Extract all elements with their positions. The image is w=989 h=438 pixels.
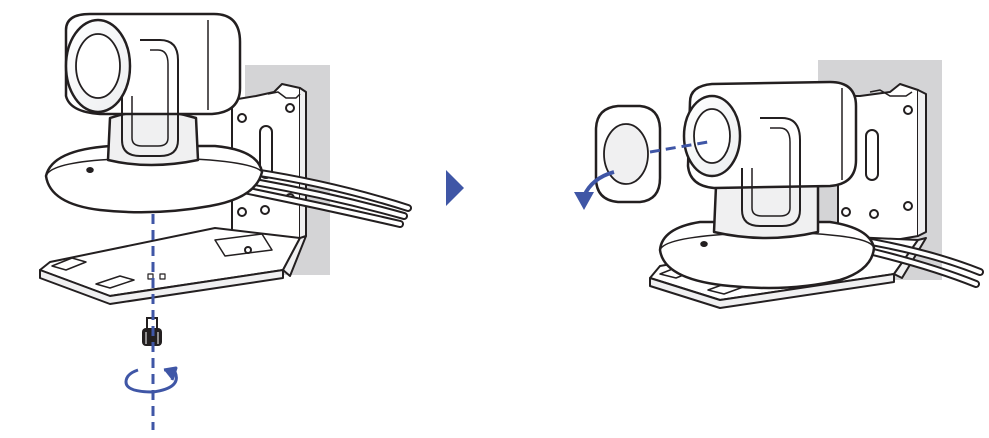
- curved-arrow-icon: [574, 170, 615, 210]
- lens-cover: [594, 104, 662, 204]
- right-step-illustration: [574, 60, 984, 309]
- vertical-bracket-right: [837, 83, 927, 251]
- camera-head-right: [682, 80, 858, 240]
- right-triangle-arrow-icon: [446, 170, 464, 206]
- left-step-illustration: [39, 12, 412, 430]
- camera-head: [64, 12, 242, 167]
- mounting-shelf: [39, 227, 307, 305]
- camera-base: [44, 144, 264, 214]
- rotate-arrow-icon: [124, 366, 178, 394]
- removal-path: [649, 140, 709, 154]
